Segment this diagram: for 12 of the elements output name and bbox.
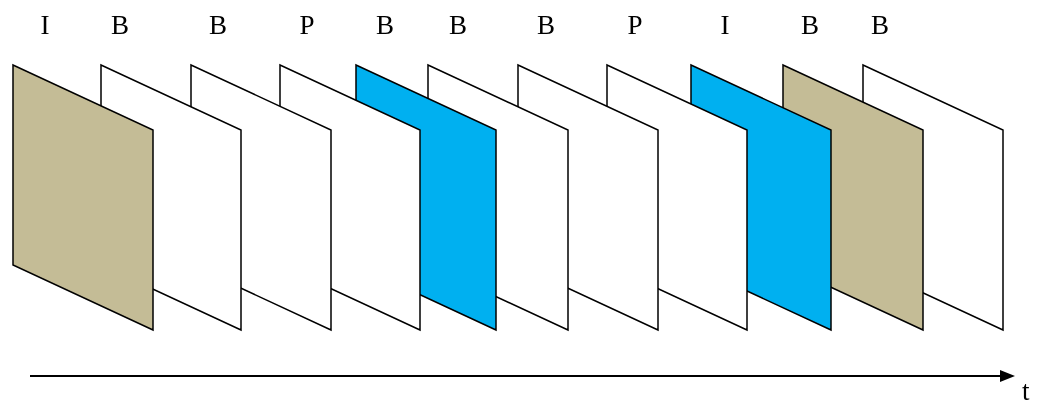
frame-type-label: B: [209, 10, 227, 40]
frame-type-label: B: [801, 10, 819, 40]
frame-type-label: P: [627, 10, 643, 40]
frame-type-label: B: [871, 10, 889, 40]
frame-type-label: I: [720, 10, 730, 40]
frame-type-label: B: [376, 10, 394, 40]
axis-label: t: [1022, 376, 1030, 406]
frame-type-label: I: [40, 10, 50, 40]
frame-type-label: B: [111, 10, 129, 40]
frame-type-label: B: [537, 10, 555, 40]
frame-type-label: B: [449, 10, 467, 40]
frame-type-label: P: [299, 10, 315, 40]
